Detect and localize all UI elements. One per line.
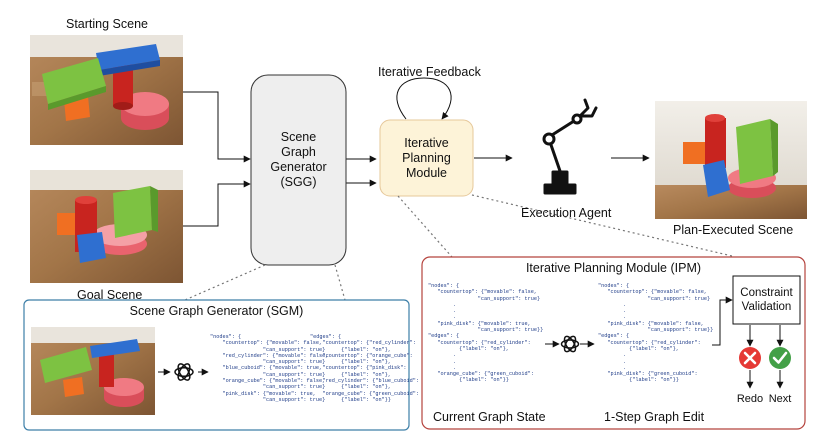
sgm-panel-title: Scene Graph Generator (SGM) [129, 304, 304, 318]
graph-edit-label: 1-Step Graph Edit [604, 410, 705, 424]
next-label: Next [768, 393, 792, 405]
ipm-box-label: Iterative Planning Module [402, 136, 451, 180]
goal-scene-label: Goal Scene [77, 288, 143, 302]
redo-label: Redo [736, 393, 764, 405]
starting-scene-image [30, 35, 183, 145]
plan-executed-scene-image [655, 101, 807, 219]
ipm-state-code: "nodes": { "countertop": {"movable": fal… [428, 283, 544, 384]
execution-agent-label: Execution Agent [521, 206, 612, 220]
starting-scene-label: Starting Scene [66, 17, 148, 31]
sgg-label: Scene Graph Generator (SGG) [270, 130, 327, 189]
ipm-panel-title: Iterative Planning Module (IPM) [525, 261, 702, 275]
sgm-nodes-code: "nodes": { "countertop": {"movable": fal… [210, 334, 329, 403]
ipm-edit-code: "nodes": { "countertop": {"movable": fal… [598, 283, 714, 384]
robot-arm-icon [542, 98, 598, 195]
plan-executed-scene-label: Plan-Executed Scene [673, 223, 794, 237]
ipm-openai-icon [560, 335, 580, 353]
sgm-scene-image [31, 327, 155, 415]
constraint-validation-label: Constraint Validation [740, 287, 793, 313]
sgm-openai-icon [174, 363, 194, 381]
ipm-box [379, 119, 474, 197]
iterative-feedback-label: Iterative Feedback [378, 65, 481, 79]
goal-scene-image [30, 170, 183, 283]
constraint-validation-box [732, 275, 801, 325]
sgm-edges-code: "edges": { "countertop": {"red_cylinder"… [310, 334, 419, 403]
sgg-box [250, 74, 347, 266]
current-graph-state-label: Current Graph State [433, 410, 546, 424]
ipm-panel [421, 256, 806, 430]
redo-x-icon [739, 347, 761, 369]
next-check-icon [769, 347, 791, 369]
